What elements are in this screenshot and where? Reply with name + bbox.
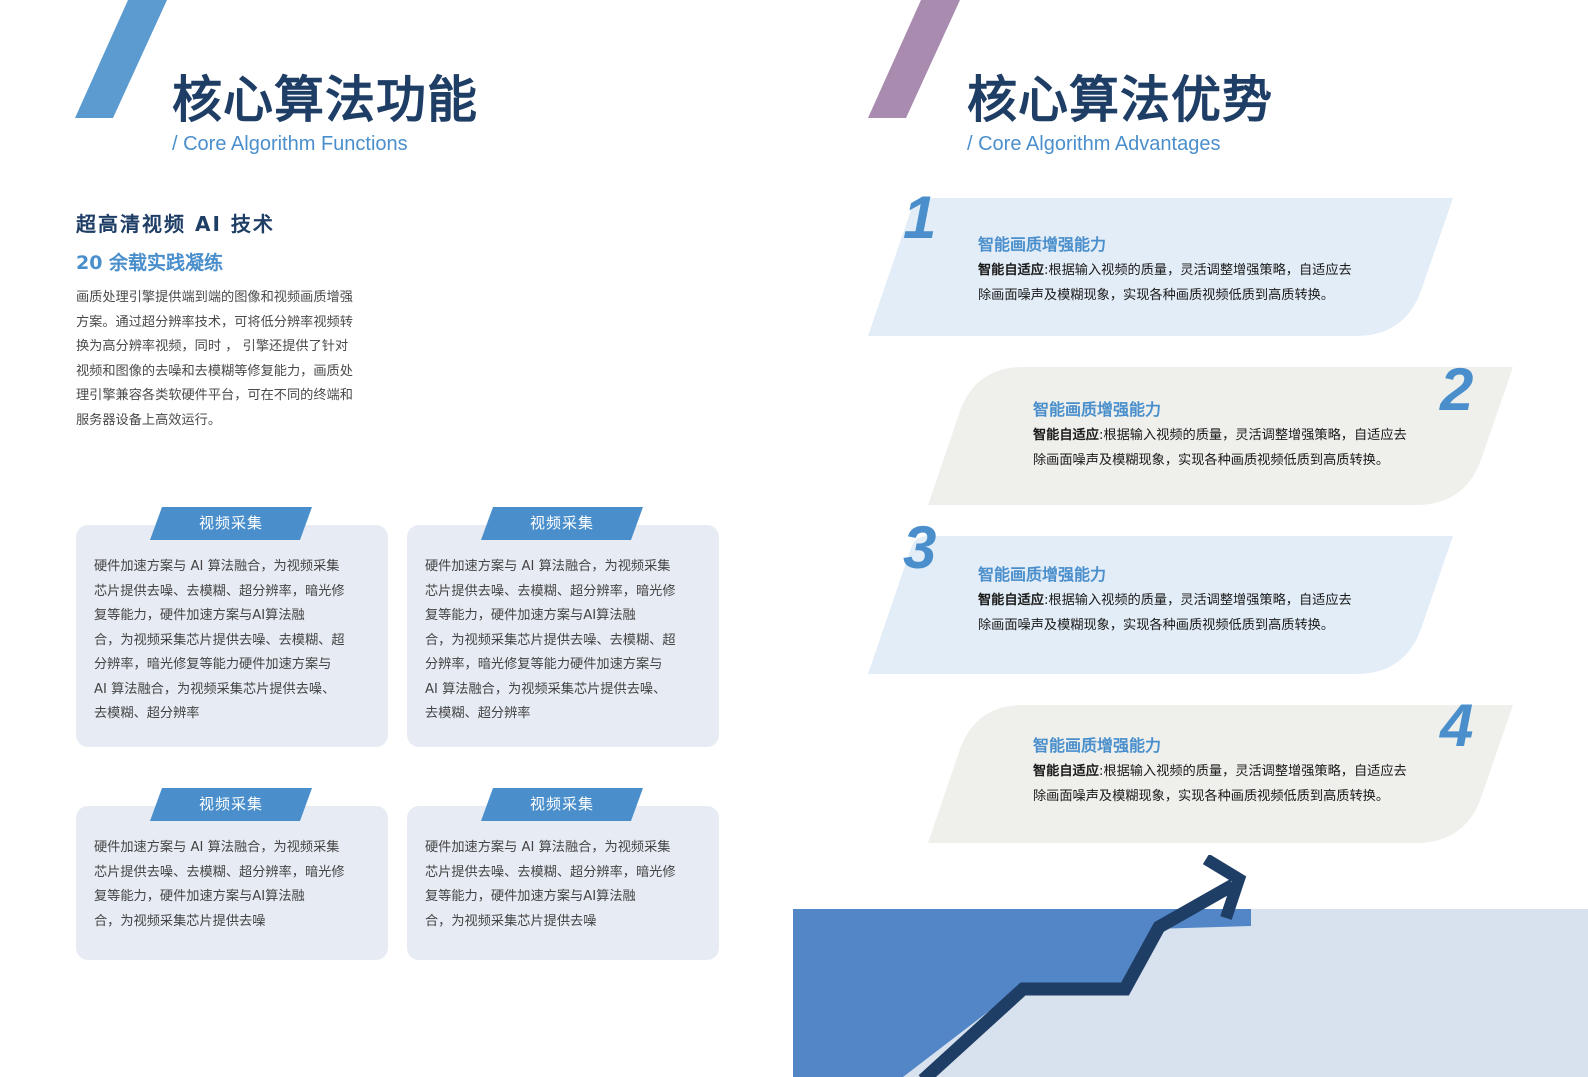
card-line: 芯片提供去噪、去模糊、超分辨率，暗光修 — [425, 583, 676, 599]
card-line: 芯片提供去噪、去模糊、超分辨率，暗光修 — [94, 864, 345, 880]
page-title-left: 核心算法功能 — [172, 71, 478, 129]
blue-block — [793, 909, 1251, 1077]
trend-line — [918, 879, 1237, 1077]
card-line: 复等能力，硬件加速方案与AI算法融 — [425, 608, 636, 623]
card-tag-label: 视频采集 — [529, 514, 594, 532]
card-line: 合，为视频采集芯片提供去噪 — [425, 913, 597, 929]
card-line: 芯片提供去噪、去模糊、超分辨率，暗光修 — [425, 864, 676, 880]
page-subtitle-right: / Core Algorithm Advantages — [967, 133, 1221, 155]
card-tag: 视频采集 — [150, 788, 312, 821]
card-text: 硬件加速方案与 AI 算法融合，为视频采集 芯片提供去噪、去模糊、超分辨率，暗光… — [94, 555, 376, 727]
card-line: 硬件加速方案与 AI 算法融合，为视频采集 — [425, 559, 671, 574]
card-line: 分辨率，暗光修复等能力硬件加速方案与 — [94, 657, 332, 672]
card-line: 芯片提供去噪、去模糊、超分辨率，暗光修 — [94, 583, 345, 599]
advantage-description: 智能自适应:根据输入视频的质量，灵活调整增强策略，自适应去 除画面噪声及模糊现象… — [978, 259, 1352, 308]
advantage-number: 3 — [903, 514, 937, 581]
card-line: 合，为视频采集芯片提供去噪 — [94, 913, 266, 929]
card-tag: 视频采集 — [150, 507, 312, 540]
intro-subheading: 20 余载实践凝练 — [76, 252, 224, 274]
advantage-keyword: 智能自适应 — [1033, 764, 1099, 779]
advantage-number: 4 — [1440, 692, 1474, 759]
advantage-title: 智能画质增强能力 — [978, 565, 1107, 584]
card-tag: 视频采集 — [481, 507, 643, 540]
intro-paragraph: 画质处理引擎提供端到端的图像和视频画质增强 方案。通过超分辨率技术，可将低分辨率… — [76, 286, 378, 433]
card-tag-label: 视频采集 — [529, 795, 594, 813]
page-title-right: 核心算法优势 — [967, 71, 1273, 129]
card-line: 合，为视频采集芯片提供去噪、去模糊、超 — [94, 632, 345, 648]
card-text: 硬件加速方案与 AI 算法融合，为视频采集 芯片提供去噪、去模糊、超分辨率，暗光… — [94, 836, 376, 934]
advantage-line: 除画面噪声及模糊现象，实现各种画质视频低质到高质转换。 — [978, 287, 1335, 303]
feature-card: 视频采集 硬件加速方案与 AI 算法融合，为视频采集 芯片提供去噪、去模糊、超分… — [407, 507, 719, 747]
advantage-description: 智能自适应:根据输入视频的质量，灵活调整增强策略，自适应去 除画面噪声及模糊现象… — [1033, 424, 1407, 473]
advantage-title: 智能画质增强能力 — [978, 235, 1107, 254]
tag-background — [150, 507, 312, 540]
card-line: 去模糊、超分辨率 — [94, 706, 200, 721]
intro-line: 视频和图像的去噪和去模糊等修复能力，画质处 — [76, 363, 353, 379]
advantage-keyword: 智能自适应 — [978, 263, 1044, 278]
card-line: 硬件加速方案与 AI 算法融合，为视频采集 — [425, 840, 671, 855]
arrow-head-icon — [1202, 855, 1247, 920]
advantage-line: 除画面噪声及模糊现象，实现各种画质视频低质到高质转换。 — [1033, 788, 1390, 804]
feature-card: 视频采集 硬件加速方案与 AI 算法融合，为视频采集 芯片提供去噪、去模糊、超分… — [76, 788, 388, 960]
card-tag-label: 视频采集 — [198, 795, 263, 813]
advantage-line: :根据输入视频的质量，灵活调整增强策略，自适应去 — [1098, 428, 1407, 443]
advantage-keyword: 智能自适应 — [978, 593, 1044, 608]
title-slash-decoration — [75, 0, 167, 118]
title-slash-decoration — [868, 0, 960, 118]
card-line: 合，为视频采集芯片提供去噪、去模糊、超 — [425, 632, 676, 648]
card-line: 去模糊、超分辨率 — [425, 706, 531, 721]
card-line: 复等能力，硬件加速方案与AI算法融 — [94, 608, 305, 623]
page-subtitle-left: / Core Algorithm Functions — [172, 133, 408, 155]
feature-card: 视频采集 硬件加速方案与 AI 算法融合，为视频采集 芯片提供去噪、去模糊、超分… — [76, 507, 388, 747]
tag-background — [150, 788, 312, 821]
card-line: AI 算法融合，为视频采集芯片提供去噪、 — [425, 681, 667, 697]
advantage-line: :根据输入视频的质量，灵活调整增强策略，自适应去 — [1043, 263, 1352, 278]
advantage-keyword: 智能自适应 — [1033, 428, 1099, 443]
advantage-box-bg — [868, 536, 1453, 674]
advantage-title: 智能画质增强能力 — [1033, 736, 1162, 755]
card-text: 硬件加速方案与 AI 算法融合，为视频采集 芯片提供去噪、去模糊、超分辨率，暗光… — [425, 555, 707, 727]
intro-line: 换为高分辨率视频，同时 ， 引擎还提供了针对 — [76, 339, 349, 354]
card-line: 硬件加速方案与 AI 算法融合，为视频采集 — [94, 840, 340, 855]
card-tag-label: 视频采集 — [198, 514, 263, 532]
intro-line: 方案。通过超分辨率技术，可将低分辨率视频转 — [76, 314, 353, 330]
tag-background — [481, 507, 643, 540]
advantage-box-bg — [868, 198, 1453, 336]
card-text: 硬件加速方案与 AI 算法融合，为视频采集 芯片提供去噪、去模糊、超分辨率，暗光… — [425, 836, 707, 934]
advantage-line: :根据输入视频的质量，灵活调整增强策略，自适应去 — [1043, 593, 1352, 608]
tag-background — [481, 788, 643, 821]
advantage-title: 智能画质增强能力 — [1033, 400, 1162, 419]
advantage-line: :根据输入视频的质量，灵活调整增强策略，自适应去 — [1098, 764, 1407, 779]
advantage-line: 除画面噪声及模糊现象，实现各种画质视频低质到高质转换。 — [978, 617, 1335, 633]
advantage-line: 除画面噪声及模糊现象，实现各种画质视频低质到高质转换。 — [1033, 452, 1390, 468]
advantage-description: 智能自适应:根据输入视频的质量，灵活调整增强策略，自适应去 除画面噪声及模糊现象… — [978, 589, 1352, 638]
advantage-number: 1 — [903, 184, 937, 251]
card-line: 硬件加速方案与 AI 算法融合，为视频采集 — [94, 559, 340, 574]
card-line: 分辨率，暗光修复等能力硬件加速方案与 — [425, 657, 663, 672]
advantage-box-bg — [928, 705, 1513, 843]
advantage-box-bg — [928, 367, 1513, 505]
card-line: 复等能力，硬件加速方案与AI算法融 — [425, 889, 636, 904]
card-tag: 视频采集 — [481, 788, 643, 821]
intro-line: 理引擎兼容各类软硬件平台，可在不同的终端和 — [76, 388, 353, 403]
intro-line: 画质处理引擎提供端到端的图像和视频画质增强 — [76, 290, 353, 305]
growth-arrow-illustration — [793, 855, 1588, 1077]
intro-line: 服务器设备上高效运行。 — [76, 412, 222, 428]
advantage-number: 2 — [1440, 356, 1474, 423]
advantage-description: 智能自适应:根据输入视频的质量，灵活调整增强策略，自适应去 除画面噪声及模糊现象… — [1033, 760, 1407, 809]
card-line: 复等能力，硬件加速方案与AI算法融 — [94, 889, 305, 904]
feature-card: 视频采集 硬件加速方案与 AI 算法融合，为视频采集 芯片提供去噪、去模糊、超分… — [407, 788, 719, 960]
card-line: AI 算法融合，为视频采集芯片提供去噪、 — [94, 681, 336, 697]
intro-heading: 超高清视频 AI 技术 — [76, 212, 275, 236]
